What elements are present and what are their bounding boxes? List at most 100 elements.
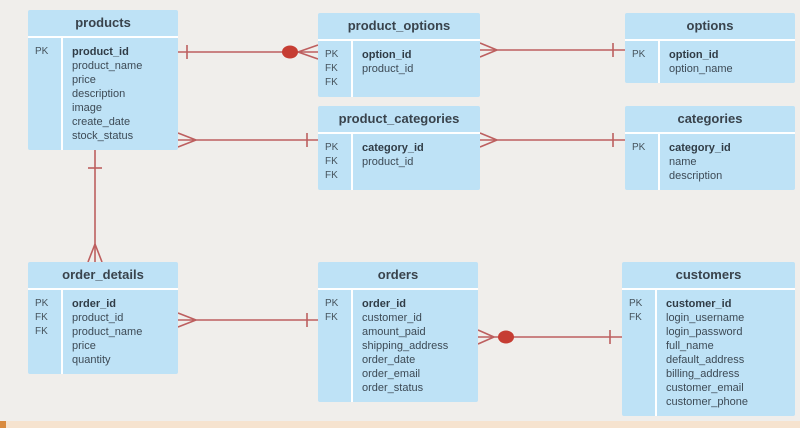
key-label: PK bbox=[325, 49, 339, 60]
attribute-name: full_name bbox=[666, 340, 714, 352]
column-divider bbox=[655, 290, 657, 416]
entity-title: options bbox=[625, 13, 795, 41]
entity-title: categories bbox=[625, 106, 795, 134]
key-label bbox=[632, 62, 658, 76]
key-label bbox=[35, 129, 61, 143]
attribute-name: create_date bbox=[72, 116, 131, 128]
attribute-name: amount_paid bbox=[362, 326, 426, 338]
key-label: FK bbox=[325, 156, 338, 167]
attribute-name bbox=[362, 169, 480, 183]
key-column: PK FK FK bbox=[318, 41, 351, 97]
attribute-name: stock_status bbox=[72, 130, 134, 142]
attribute-name: customer_phone bbox=[666, 396, 748, 408]
key-label bbox=[629, 395, 655, 409]
key-column: PK FK bbox=[622, 290, 655, 416]
key-label bbox=[325, 325, 351, 339]
attribute-name: default_address bbox=[666, 354, 745, 366]
entity-title: orders bbox=[318, 262, 478, 290]
column-divider bbox=[351, 134, 353, 190]
key-label bbox=[325, 339, 351, 353]
column-divider bbox=[351, 290, 353, 402]
attribute-name: login_username bbox=[666, 312, 745, 324]
attribute-name: order_id bbox=[72, 298, 117, 310]
attribute-name: product_id bbox=[72, 312, 124, 324]
attribute-column: category_id product_id bbox=[353, 134, 480, 190]
key-label bbox=[629, 367, 655, 381]
key-label bbox=[35, 353, 61, 367]
attribute-name: description bbox=[72, 88, 126, 100]
column-divider bbox=[658, 41, 660, 83]
entity-title: customers bbox=[622, 262, 795, 290]
key-label bbox=[35, 73, 61, 87]
attribute-name: category_id bbox=[362, 142, 424, 154]
key-label bbox=[35, 101, 61, 115]
key-label bbox=[325, 367, 351, 381]
relation-orders-customers bbox=[477, 329, 622, 345]
attribute-name: login_password bbox=[666, 326, 743, 338]
relation-dot bbox=[498, 330, 514, 344]
relation-product_options-options bbox=[479, 42, 625, 58]
key-column: PK bbox=[28, 38, 61, 150]
attribute-name: image bbox=[72, 102, 102, 114]
relation-product_categories-categories bbox=[479, 132, 625, 148]
key-label bbox=[632, 169, 658, 183]
key-label: FK bbox=[325, 312, 338, 323]
attribute-name: product_id bbox=[72, 46, 129, 58]
attribute-name: price bbox=[72, 340, 96, 352]
key-label: FK bbox=[325, 170, 338, 181]
key-label: PK bbox=[629, 298, 643, 309]
key-label bbox=[629, 381, 655, 395]
attribute-name: name bbox=[669, 156, 697, 168]
attribute-name: order_email bbox=[362, 368, 421, 380]
attribute-name: customer_email bbox=[666, 382, 744, 394]
entity-title: product_options bbox=[318, 13, 480, 41]
entity-title: order_details bbox=[28, 262, 178, 290]
key-label bbox=[629, 325, 655, 339]
attribute-name: billing_address bbox=[666, 368, 740, 380]
column-divider bbox=[61, 38, 63, 150]
attribute-name: shipping_address bbox=[362, 340, 449, 352]
key-label bbox=[35, 87, 61, 101]
key-label: PK bbox=[35, 46, 49, 57]
key-label: PK bbox=[632, 142, 646, 153]
attribute-name: option_id bbox=[362, 49, 412, 61]
relation-order_details-orders bbox=[177, 312, 318, 328]
key-label: FK bbox=[35, 326, 48, 337]
key-label: FK bbox=[325, 63, 338, 74]
attribute-name: product_id bbox=[362, 156, 414, 168]
column-divider bbox=[351, 41, 353, 97]
attribute-name: product_name bbox=[72, 60, 143, 72]
attribute-name bbox=[362, 76, 480, 90]
key-label bbox=[632, 155, 658, 169]
entity-title: product_categories bbox=[318, 106, 480, 134]
key-label bbox=[325, 353, 351, 367]
key-label: FK bbox=[629, 312, 642, 323]
key-label: FK bbox=[325, 77, 338, 88]
attribute-name: description bbox=[669, 170, 723, 182]
key-label bbox=[325, 381, 351, 395]
column-divider bbox=[61, 290, 63, 374]
key-label bbox=[629, 353, 655, 367]
entity-title: products bbox=[28, 10, 178, 38]
